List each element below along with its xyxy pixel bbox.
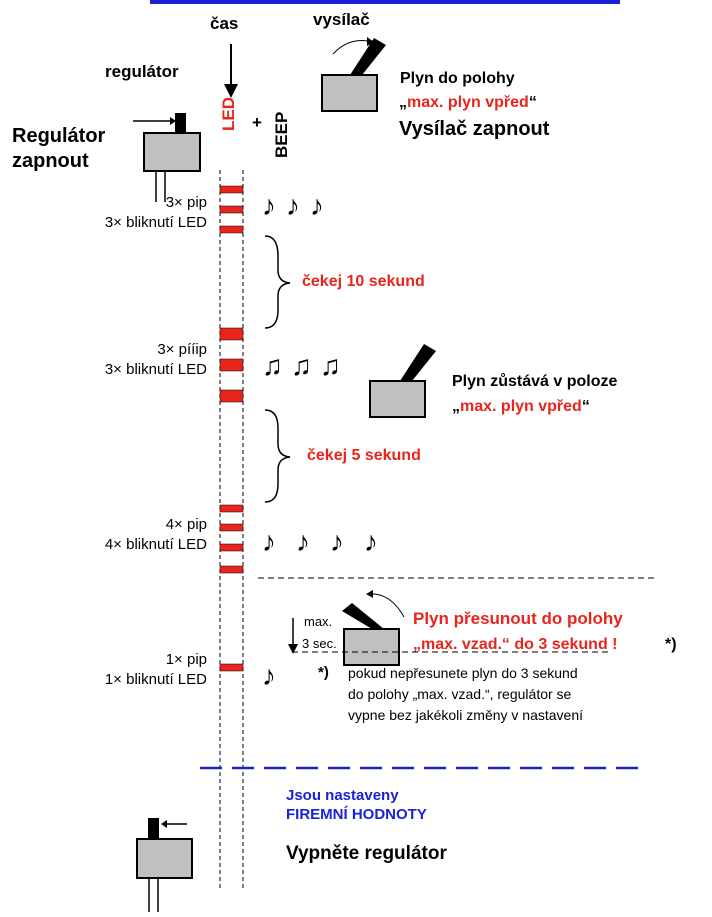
transmitter-stick-stays xyxy=(369,344,436,418)
beep-column-label: BEEP xyxy=(272,111,291,158)
max-3sec-arrow xyxy=(288,618,298,654)
regulator-on-line2: zapnout xyxy=(12,150,89,172)
footnote-mark: *) xyxy=(318,664,329,681)
throttle-instruction-1: Plyn do polohy xyxy=(400,70,515,87)
led-mark-long xyxy=(219,358,244,372)
led-mark-long xyxy=(219,389,244,403)
transmitter-stick-max xyxy=(321,37,386,112)
beep2-label: 3× pííip xyxy=(157,341,207,358)
footnote-line-2: do polohy „max. vzad.“, regulátor se xyxy=(348,686,572,702)
beep1-label: 3× pip xyxy=(165,194,207,211)
footnote-line-1: pokud nepřesunete plyn do 3 sekund xyxy=(348,665,578,681)
throttle-stays-1: Plyn zůstává v poloze xyxy=(452,373,618,390)
led-mark xyxy=(219,185,244,194)
beep3-label: 4× pip xyxy=(165,516,207,533)
transmitter-label: vysílač xyxy=(313,10,370,29)
regulator-label: regulátor xyxy=(105,62,179,81)
move-throttle-1: Plyn přesunout do polohy xyxy=(413,609,623,628)
led-column-label: LED xyxy=(219,97,238,131)
transmitter-stick-back xyxy=(342,590,405,666)
time-label: čas xyxy=(210,14,239,33)
result-line-2: FIREMNÍ HODNOTY xyxy=(286,806,427,823)
beep3-led-label: 4× bliknutí LED xyxy=(104,536,207,553)
throttle-instruction-2: „max. plyn vpřed“ xyxy=(399,94,537,111)
music-notes-four: ♪♪♪♪ xyxy=(262,526,398,557)
regulator-on-line1: Regulátor xyxy=(12,125,106,147)
beep1-led-label: 3× bliknutí LED xyxy=(104,214,207,231)
regulator-device-top xyxy=(133,113,201,202)
led-mark xyxy=(219,205,244,214)
title-stub xyxy=(150,0,620,4)
wait-10-seconds: čekej 10 sekund xyxy=(302,273,425,290)
led-mark xyxy=(219,504,244,513)
move-throttle-2: „max. vzad.“ do 3 sekund ! xyxy=(413,636,618,653)
led-mark xyxy=(219,523,244,532)
led-mark xyxy=(219,225,244,234)
footnote-line-3: vypne bez jakékoli změny v nastavení xyxy=(348,707,584,723)
wait-5-seconds: čekej 5 sekund xyxy=(307,447,421,464)
brace-wait-5 xyxy=(264,409,291,503)
plus-label: + xyxy=(252,113,262,132)
throttle-stays-2: „max. plyn vpřed“ xyxy=(452,398,590,415)
led-mark xyxy=(219,663,244,672)
beep4-label: 1× pip xyxy=(165,651,207,668)
move-throttle-asterisk: *) xyxy=(665,636,677,653)
beep4-led-label: 1× bliknutí LED xyxy=(104,671,207,688)
led-mark-long xyxy=(219,327,244,341)
music-note-single: ♪ xyxy=(262,660,276,691)
sec-label: 3 sec. xyxy=(302,636,337,651)
music-notes-long: ♫♫♫ xyxy=(262,350,349,381)
transmitter-on: Vysílač zapnout xyxy=(399,118,550,140)
turn-off-regulator: Vypněte regulátor xyxy=(286,843,447,864)
result-line-1: Jsou nastaveny xyxy=(286,787,399,804)
led-mark xyxy=(219,565,244,574)
brace-wait-10 xyxy=(264,235,291,329)
beep2-led-label: 3× bliknutí LED xyxy=(104,361,207,378)
music-notes-short: ♪♪♪ xyxy=(262,190,334,221)
regulator-device-bottom xyxy=(136,818,193,912)
max-label: max. xyxy=(304,614,333,629)
time-arrow xyxy=(224,44,238,98)
led-mark xyxy=(219,543,244,552)
